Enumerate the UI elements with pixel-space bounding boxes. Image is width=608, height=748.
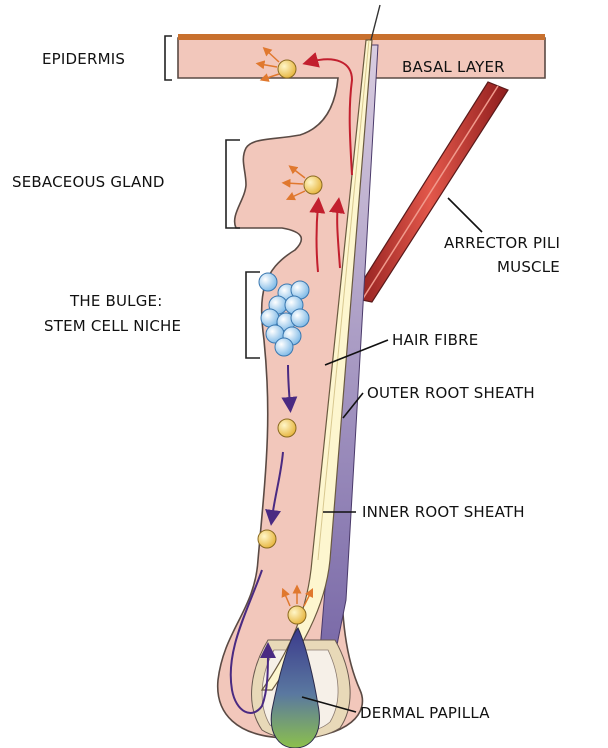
label-dermal-papilla: DERMAL PAPILLA [360,704,490,722]
label-epidermis: EPIDERMIS [42,50,125,68]
label-sebaceous-gland: SEBACEOUS GLAND [12,173,165,191]
label-bulge-line1: THE BULGE: [69,292,162,310]
label-arrector-pili-line2: MUSCLE [497,258,560,276]
label-hair-fibre: HAIR FIBRE [392,331,478,349]
label-basal-layer: BASAL LAYER [402,58,505,76]
label-bulge-line2: STEM CELL NICHE [44,317,181,335]
arrector-pili-muscle [352,82,508,302]
epidermis-bracket [165,36,172,80]
label-outer-root-sheath: OUTER ROOT SHEATH [367,384,535,402]
bulge-bracket [246,272,260,358]
skin-surface [178,34,545,40]
label-inner-root-sheath: INNER ROOT SHEATH [362,503,525,521]
label-arrector-pili-line1: ARRECTOR PILI [444,234,560,252]
